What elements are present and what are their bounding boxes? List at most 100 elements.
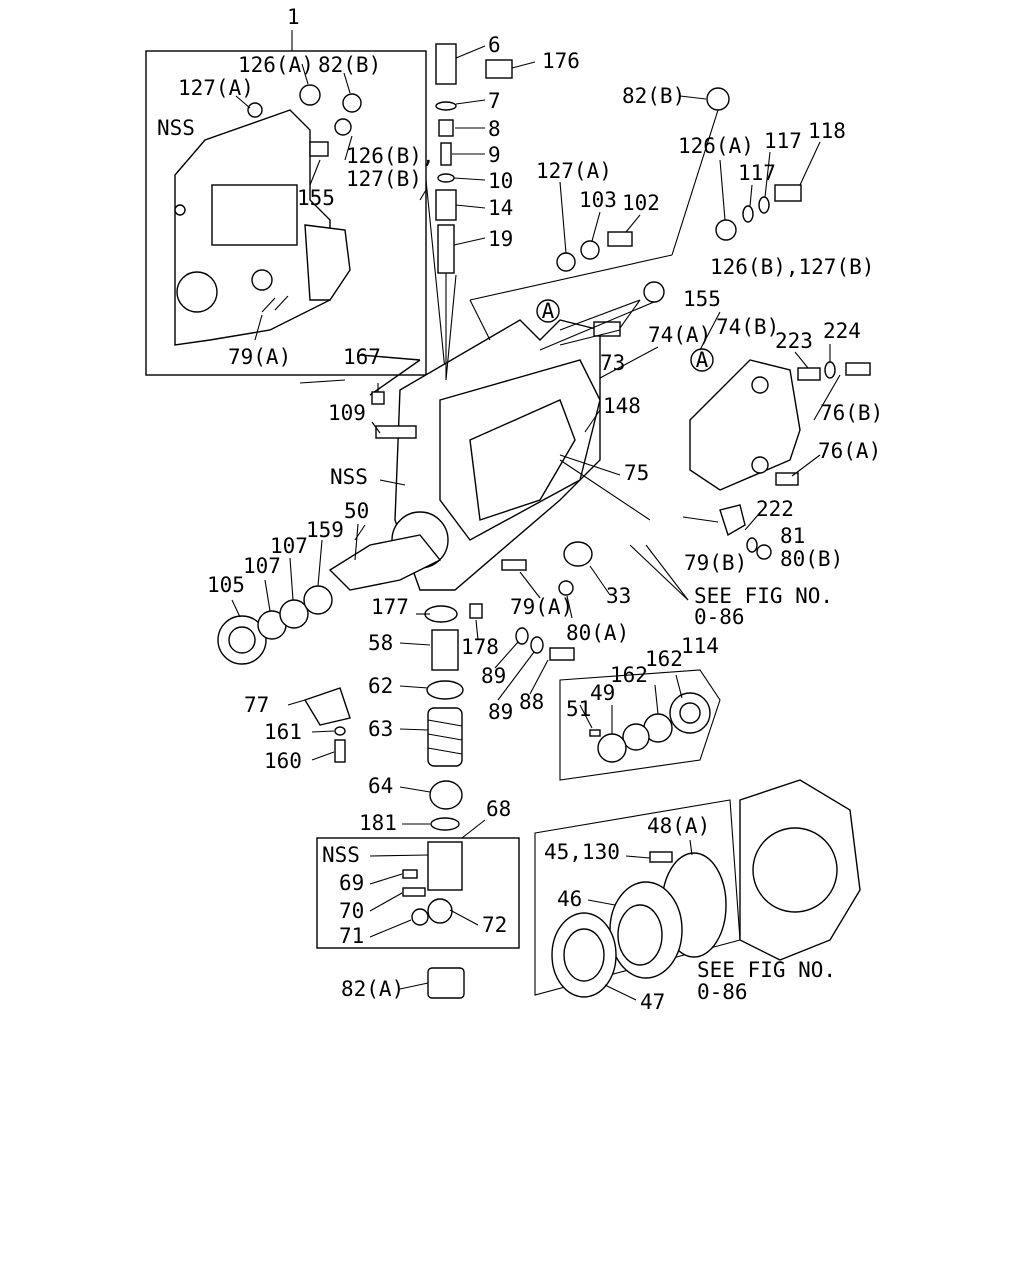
stud-79a	[501, 559, 527, 571]
camshaft-50	[328, 534, 442, 591]
label-155-top: 155	[297, 186, 335, 210]
pin-223	[797, 367, 821, 381]
label-161: 161	[264, 720, 302, 744]
label-82a: 82(A)	[341, 977, 404, 1001]
label-109: 109	[328, 401, 366, 425]
label-1: 1	[287, 5, 300, 29]
label-7: 7	[488, 89, 501, 113]
screw-167	[371, 391, 385, 405]
seal-107b	[279, 599, 309, 629]
governor-cover-74	[682, 359, 871, 560]
pin-70	[402, 887, 426, 897]
label-162b: 162	[610, 663, 648, 687]
plug-127a-mid	[556, 252, 576, 272]
label-222: 222	[756, 497, 794, 521]
label-102: 102	[622, 191, 660, 215]
nut-80a	[558, 580, 574, 596]
housing-bore-top	[176, 271, 218, 313]
seat-62	[426, 680, 464, 700]
shim-181	[430, 817, 460, 831]
plug-127a-top	[247, 102, 263, 118]
cover-74b	[689, 359, 801, 491]
clip-176	[485, 59, 513, 79]
label-76a: 76(A)	[818, 439, 881, 463]
bearing-set-right	[559, 669, 721, 781]
label-33: 33	[606, 584, 631, 608]
label-89b: 89	[488, 700, 513, 724]
label-47: 47	[640, 990, 665, 1014]
label-79a-mid: 79(A)	[510, 595, 573, 619]
part-labels: 1 126(A) 82(B) 127(A) NSS 126(B), 127(B)…	[157, 5, 883, 1014]
label-72: 72	[482, 913, 507, 937]
label-82b-right: 82(B)	[622, 84, 685, 108]
washer-89b	[530, 636, 544, 654]
seat-64	[429, 780, 463, 810]
oring-33	[563, 541, 593, 567]
part-8	[438, 119, 454, 137]
label-126a-right: 126(A)	[678, 134, 754, 158]
plug-126a-top	[299, 84, 321, 106]
washer-10	[437, 173, 455, 183]
label-107a: 107	[270, 534, 308, 558]
ring-49	[597, 733, 627, 763]
plug-82b-top	[342, 93, 362, 113]
label-117a: 117	[764, 129, 802, 153]
label-64: 64	[368, 774, 393, 798]
spacer-159	[303, 585, 333, 615]
label-127a-mid: 127(A)	[536, 159, 612, 183]
callout-a-right	[690, 348, 714, 372]
end-housing-group	[534, 779, 861, 998]
tappet-body-68	[427, 841, 463, 891]
shaft-parts-left	[217, 383, 417, 665]
bolt-118	[774, 184, 802, 202]
washer-117b	[758, 196, 770, 214]
label-127b: 127(B)	[346, 167, 422, 191]
washer-117a	[742, 205, 754, 223]
label-14: 14	[488, 196, 513, 220]
fitting-155-top	[309, 141, 329, 157]
label-10: 10	[488, 169, 513, 193]
label-103: 103	[579, 188, 617, 212]
oring-7	[435, 101, 457, 111]
label-9: 9	[488, 143, 501, 167]
right-upper-fittings	[469, 87, 802, 351]
label-81: 81	[780, 524, 805, 548]
label-68: 68	[486, 797, 511, 821]
label-51: 51	[566, 697, 591, 721]
label-70: 70	[339, 899, 364, 923]
housing-window-top	[211, 184, 298, 246]
housing-flange-top	[304, 224, 351, 301]
inset-box-68	[316, 819, 520, 999]
label-160: 160	[264, 749, 302, 773]
washer-224	[824, 361, 836, 379]
see-fig-2: SEE FIG NO.	[697, 958, 836, 982]
screw-178	[469, 603, 483, 619]
bolt-45-130	[649, 851, 673, 863]
plug-126a-right	[715, 219, 737, 241]
label-80a: 80(A)	[566, 621, 629, 645]
label-224: 224	[823, 319, 861, 343]
label-nss-bot: NSS	[322, 843, 360, 867]
roller-72	[427, 898, 453, 924]
label-71: 71	[339, 924, 364, 948]
label-46: 46	[557, 887, 582, 911]
leader-lines	[287, 141, 841, 1001]
label-126a-top: 126(A)	[238, 53, 314, 77]
label-69: 69	[339, 871, 364, 895]
label-223: 223	[775, 329, 813, 353]
see-fig-2b: 0-86	[697, 980, 748, 1004]
label-148: 148	[603, 394, 641, 418]
label-126b-127b-mid: 126(B),127(B)	[710, 255, 874, 279]
label-62: 62	[368, 674, 393, 698]
bolt-76b	[845, 362, 871, 376]
fitting-155-mid	[593, 321, 621, 337]
label-89a: 89	[481, 664, 506, 688]
label-126b-127b-a: 126(B),	[346, 144, 435, 168]
washer-103	[580, 240, 600, 260]
spring-9	[440, 142, 452, 166]
label-45-130: 45,130	[544, 840, 620, 864]
callout-a-top-label: A	[542, 299, 555, 323]
valve-14	[435, 189, 457, 221]
label-74a: 74(A)	[648, 323, 711, 347]
label-nss-top: NSS	[157, 116, 195, 140]
